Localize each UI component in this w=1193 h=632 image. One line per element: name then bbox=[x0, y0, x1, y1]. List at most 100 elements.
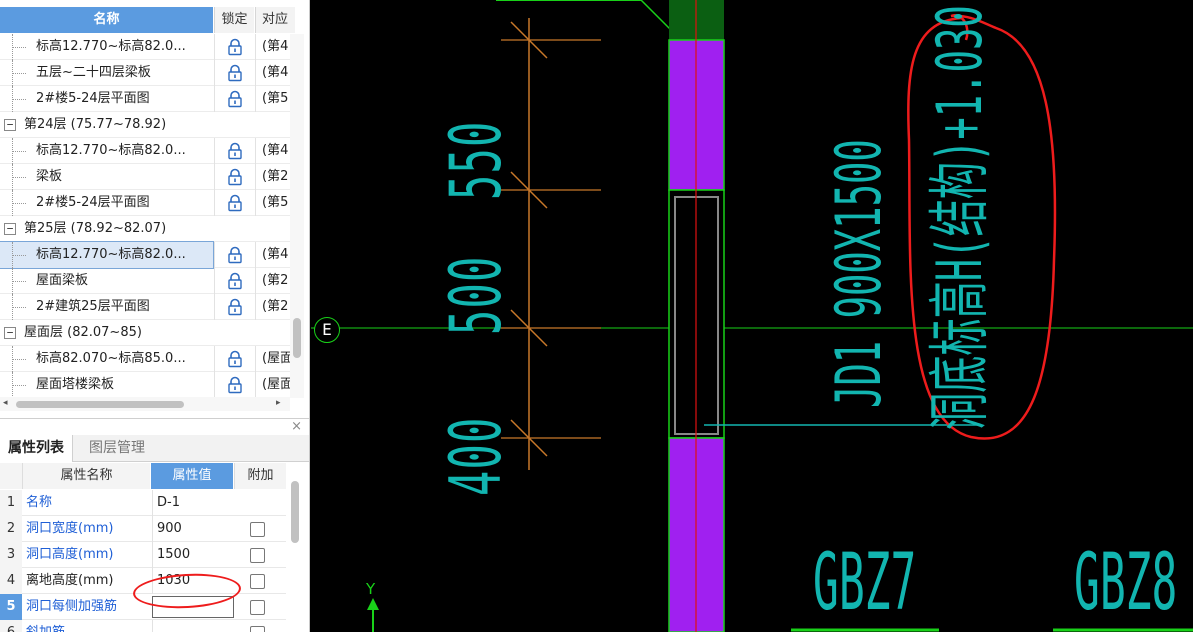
lock-toggle[interactable] bbox=[214, 372, 254, 398]
property-name: 洞口高度(mm) bbox=[26, 547, 114, 562]
wall-tag-gbz8[interactable]: GBZ8 bbox=[1074, 538, 1178, 628]
tree-row[interactable]: 标高82.070~标高85.0...(屋面 bbox=[0, 346, 292, 372]
dimension-text-500[interactable]: 500 bbox=[435, 255, 517, 335]
tree-group-name-cell[interactable]: −第25层 (78.92~82.07) bbox=[0, 216, 213, 242]
tree-row[interactable]: 屋面塔楼梁板(屋面 bbox=[0, 372, 292, 398]
opening-label[interactable]: JD1 900X1500 bbox=[822, 139, 895, 408]
property-add-checkbox[interactable] bbox=[250, 574, 265, 589]
collapse-icon[interactable]: − bbox=[4, 327, 16, 339]
prop-header-index bbox=[0, 463, 22, 489]
lock-toggle[interactable] bbox=[214, 268, 254, 294]
lock-toggle[interactable] bbox=[214, 164, 254, 190]
property-row[interactable]: 5 洞口每侧加强筋 bbox=[0, 594, 286, 620]
tree-item-label: 屋面塔楼梁板 bbox=[36, 377, 115, 392]
property-index: 5 bbox=[0, 594, 22, 620]
elevation-label[interactable]: 洞底标高H(结构)+1.030 bbox=[923, 5, 996, 430]
tree-connector bbox=[12, 203, 26, 204]
collapse-icon[interactable]: − bbox=[4, 223, 16, 235]
scroll-right-arrow-icon[interactable]: ▸ bbox=[276, 398, 281, 408]
tree-horizontal-scroll-thumb[interactable] bbox=[16, 401, 184, 408]
property-add-checkbox[interactable] bbox=[250, 522, 265, 537]
close-icon[interactable]: × bbox=[291, 419, 302, 434]
tree-item-corr: (第4 bbox=[255, 34, 292, 60]
tree-row[interactable]: 标高12.770~标高82.0... (第4 bbox=[0, 241, 292, 269]
tree-group-row[interactable]: −第25层 (78.92~82.07) bbox=[0, 216, 292, 242]
tree-row[interactable]: 屋面梁板(第2 bbox=[0, 268, 292, 294]
lock-toggle[interactable] bbox=[214, 34, 254, 60]
tree-item-name-cell[interactable]: 标高12.770~标高82.0... bbox=[0, 138, 213, 164]
tree-group-name-cell[interactable]: −第24层 (75.77~78.92) bbox=[0, 112, 213, 138]
tree-item-name-cell[interactable]: 标高12.770~标高82.0... bbox=[0, 241, 214, 269]
lock-toggle[interactable] bbox=[214, 138, 254, 164]
tree-row[interactable]: 2#楼5-24层平面图(第5 bbox=[0, 190, 292, 216]
properties-vertical-scrollbar[interactable] bbox=[290, 481, 300, 631]
lock-toggle[interactable] bbox=[214, 242, 254, 268]
tree-item-corr: (第4 bbox=[255, 138, 292, 164]
dimension-tick-2 bbox=[510, 171, 548, 209]
lock-toggle[interactable] bbox=[214, 60, 254, 86]
tree-header-corr[interactable]: 对应 bbox=[255, 7, 295, 33]
lock-toggle[interactable] bbox=[214, 86, 254, 112]
tree-row[interactable]: 标高12.770~标高82.0... (第4 bbox=[0, 34, 292, 60]
property-value[interactable]: 900 bbox=[152, 516, 234, 542]
tree-item-name-cell[interactable]: 屋面塔楼梁板 bbox=[0, 372, 213, 398]
property-index: 3 bbox=[0, 542, 22, 568]
tab-layer-management[interactable]: 图层管理 bbox=[89, 440, 145, 456]
tree-item-name-cell[interactable]: 2#建筑25层平面图 bbox=[0, 294, 213, 320]
property-value[interactable]: D-1 bbox=[152, 490, 234, 516]
tree-row[interactable]: 2#楼5-24层平面图(第5 bbox=[0, 86, 292, 112]
tree-item-name-cell[interactable]: 屋面梁板 bbox=[0, 268, 213, 294]
tree-group-row[interactable]: −第24层 (75.77~78.92) bbox=[0, 112, 292, 138]
property-value[interactable]: 1500 bbox=[152, 542, 234, 568]
wall-tag-gbz7[interactable]: GBZ7 bbox=[813, 538, 917, 628]
tree-vertical-scroll-thumb[interactable] bbox=[293, 318, 301, 358]
prop-header-name: 属性名称 bbox=[22, 463, 150, 489]
tree-connector bbox=[12, 281, 26, 282]
property-value[interactable] bbox=[152, 620, 234, 632]
property-row[interactable]: 6斜加筋 bbox=[0, 620, 286, 632]
tree-row[interactable]: 标高12.770~标高82.0... (第4 bbox=[0, 138, 292, 164]
tree-group-row[interactable]: −屋面层 (82.07~85) bbox=[0, 320, 292, 346]
tree-item-corr: (第4 bbox=[255, 242, 292, 268]
lock-toggle[interactable] bbox=[214, 294, 254, 320]
property-value-input[interactable] bbox=[152, 596, 234, 618]
tree-row[interactable]: 五层~二十四层梁板(第4 bbox=[0, 60, 292, 86]
lock-toggle[interactable] bbox=[214, 346, 254, 372]
tree-item-name-cell[interactable]: 2#楼5-24层平面图 bbox=[0, 86, 213, 112]
collapse-icon[interactable]: − bbox=[4, 119, 16, 131]
tree-item-name-cell[interactable]: 五层~二十四层梁板 bbox=[0, 60, 213, 86]
tree-horizontal-scrollbar[interactable]: ◂ ▸ bbox=[0, 397, 290, 411]
dimension-text-550[interactable]: 550 bbox=[435, 120, 517, 200]
scroll-left-arrow-icon[interactable]: ◂ bbox=[3, 398, 8, 408]
property-row[interactable]: 3 洞口高度(mm) 1500 bbox=[0, 542, 286, 568]
lock-toggle[interactable] bbox=[214, 190, 254, 216]
tree-group-name-cell[interactable]: −屋面层 (82.07~85) bbox=[0, 320, 213, 346]
properties-scroll-thumb[interactable] bbox=[291, 481, 299, 543]
tree-item-name-cell[interactable]: 标高82.070~标高85.0... bbox=[0, 346, 213, 372]
tree-header-lock[interactable]: 锁定 bbox=[214, 7, 254, 33]
tree-item-name-cell[interactable]: 标高12.770~标高82.0... bbox=[0, 34, 213, 60]
property-value[interactable]: 1030 bbox=[152, 568, 234, 594]
axis-bubble-e[interactable]: E bbox=[314, 317, 340, 343]
tree-row[interactable]: 2#建筑25层平面图(第2 bbox=[0, 294, 292, 320]
tree-row[interactable]: 梁板(第2 bbox=[0, 164, 292, 190]
tree-header: 名称 锁定 对应 bbox=[0, 7, 309, 33]
property-name: 洞口每侧加强筋 bbox=[26, 599, 118, 614]
tree-vertical-scrollbar[interactable] bbox=[290, 34, 304, 398]
dimension-text-400[interactable]: 400 bbox=[435, 416, 517, 496]
property-add-checkbox[interactable] bbox=[250, 626, 265, 632]
tree-header-name[interactable]: 名称 bbox=[0, 7, 213, 33]
property-index: 1 bbox=[0, 490, 22, 516]
property-add-checkbox[interactable] bbox=[250, 548, 265, 563]
tree-item-name-cell[interactable]: 2#楼5-24层平面图 bbox=[0, 190, 213, 216]
tree-item-name-cell[interactable]: 梁板 bbox=[0, 164, 213, 190]
property-add-checkbox[interactable] bbox=[250, 600, 265, 615]
tree-item-label: 标高12.770~标高82.0... bbox=[36, 247, 186, 262]
cad-canvas[interactable]: E Y 400 500 550 JD1 900X1500 洞底标高H(结构)+1… bbox=[311, 0, 1193, 632]
tab-property-list[interactable]: 属性列表 bbox=[0, 435, 73, 462]
